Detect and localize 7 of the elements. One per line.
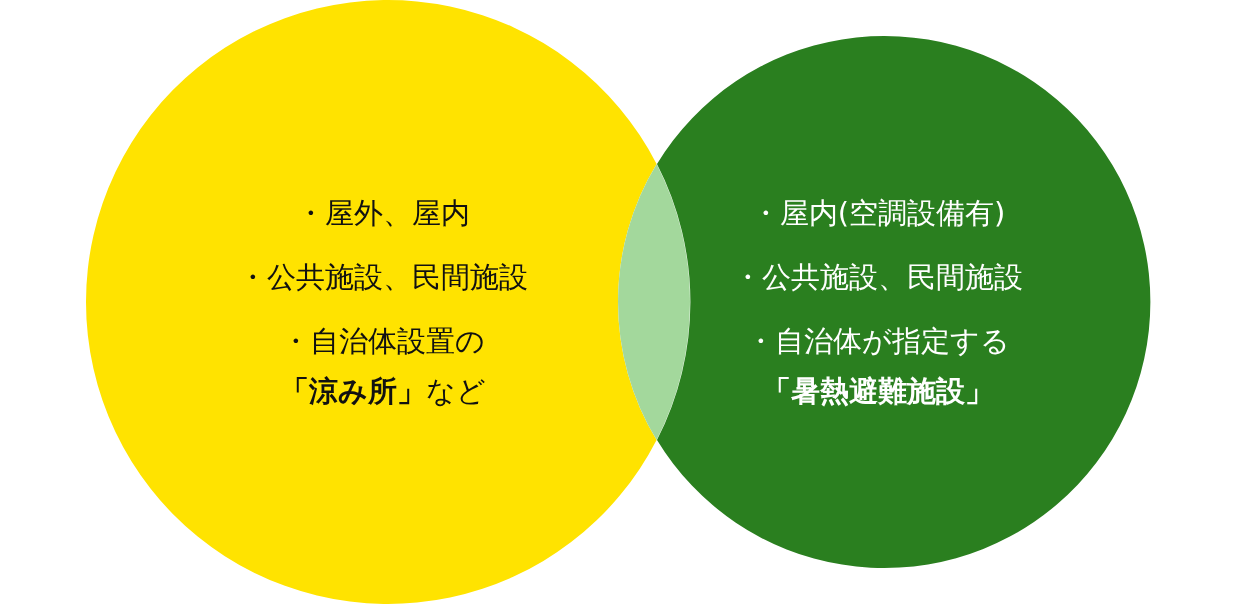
- bullet-item: ・屋外、屋内: [296, 195, 470, 232]
- bullet-item: ・公共施設、民間施設: [733, 259, 1023, 296]
- bullet-item: ・公共施設、民間施設: [238, 259, 528, 296]
- bullet-item: ・自治体が指定する「暑熱避難施設」: [745, 323, 1011, 410]
- overlap-region: [618, 163, 690, 440]
- bullet-item: ・屋内(空調設備有): [750, 195, 1006, 232]
- bullet-item: ・自治体設置の「涼み所」など: [279, 323, 487, 410]
